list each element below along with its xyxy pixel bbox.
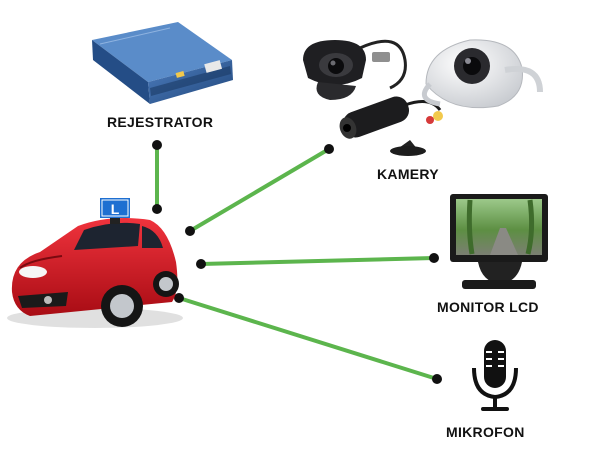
camera-bullet [337, 93, 443, 156]
connector-microphone [179, 298, 437, 379]
camera-white-dome [424, 40, 540, 108]
dot-car-monitor [196, 259, 206, 269]
label-recorder: REJESTRATOR [107, 114, 213, 130]
connector-monitor [201, 258, 434, 264]
dot-car-microphone [174, 293, 184, 303]
dot-recorder-bottom [152, 204, 162, 214]
dot-cameras [324, 144, 334, 154]
dot-monitor [429, 253, 439, 263]
label-monitor: MONITOR LCD [437, 299, 539, 315]
dot-car-cameras [185, 226, 195, 236]
camera-dark-dome [303, 40, 405, 100]
car-image: L [7, 198, 183, 328]
connector-cameras [190, 149, 329, 231]
dot-recorder-top [152, 140, 162, 150]
recorder-device [92, 22, 233, 104]
monitor-device [450, 194, 548, 289]
dot-microphone [432, 374, 442, 384]
car-sign-letter: L [111, 201, 120, 217]
microphone-icon [474, 340, 516, 411]
label-cameras: KAMERY [377, 166, 439, 182]
label-microphone: MIKROFON [446, 424, 525, 440]
